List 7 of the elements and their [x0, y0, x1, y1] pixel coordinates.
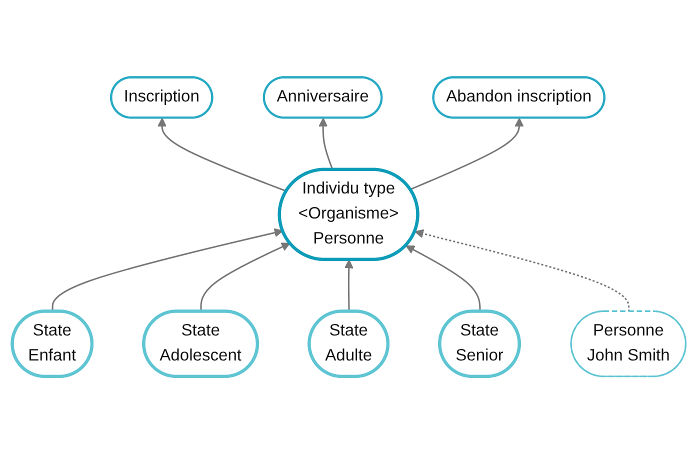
arrow	[200, 242, 290, 312]
arrow	[410, 117, 524, 190]
arrow	[318, 117, 334, 170]
arrow	[406, 245, 481, 312]
arrow	[344, 259, 354, 312]
arrow	[52, 228, 284, 312]
arrow	[157, 117, 287, 192]
